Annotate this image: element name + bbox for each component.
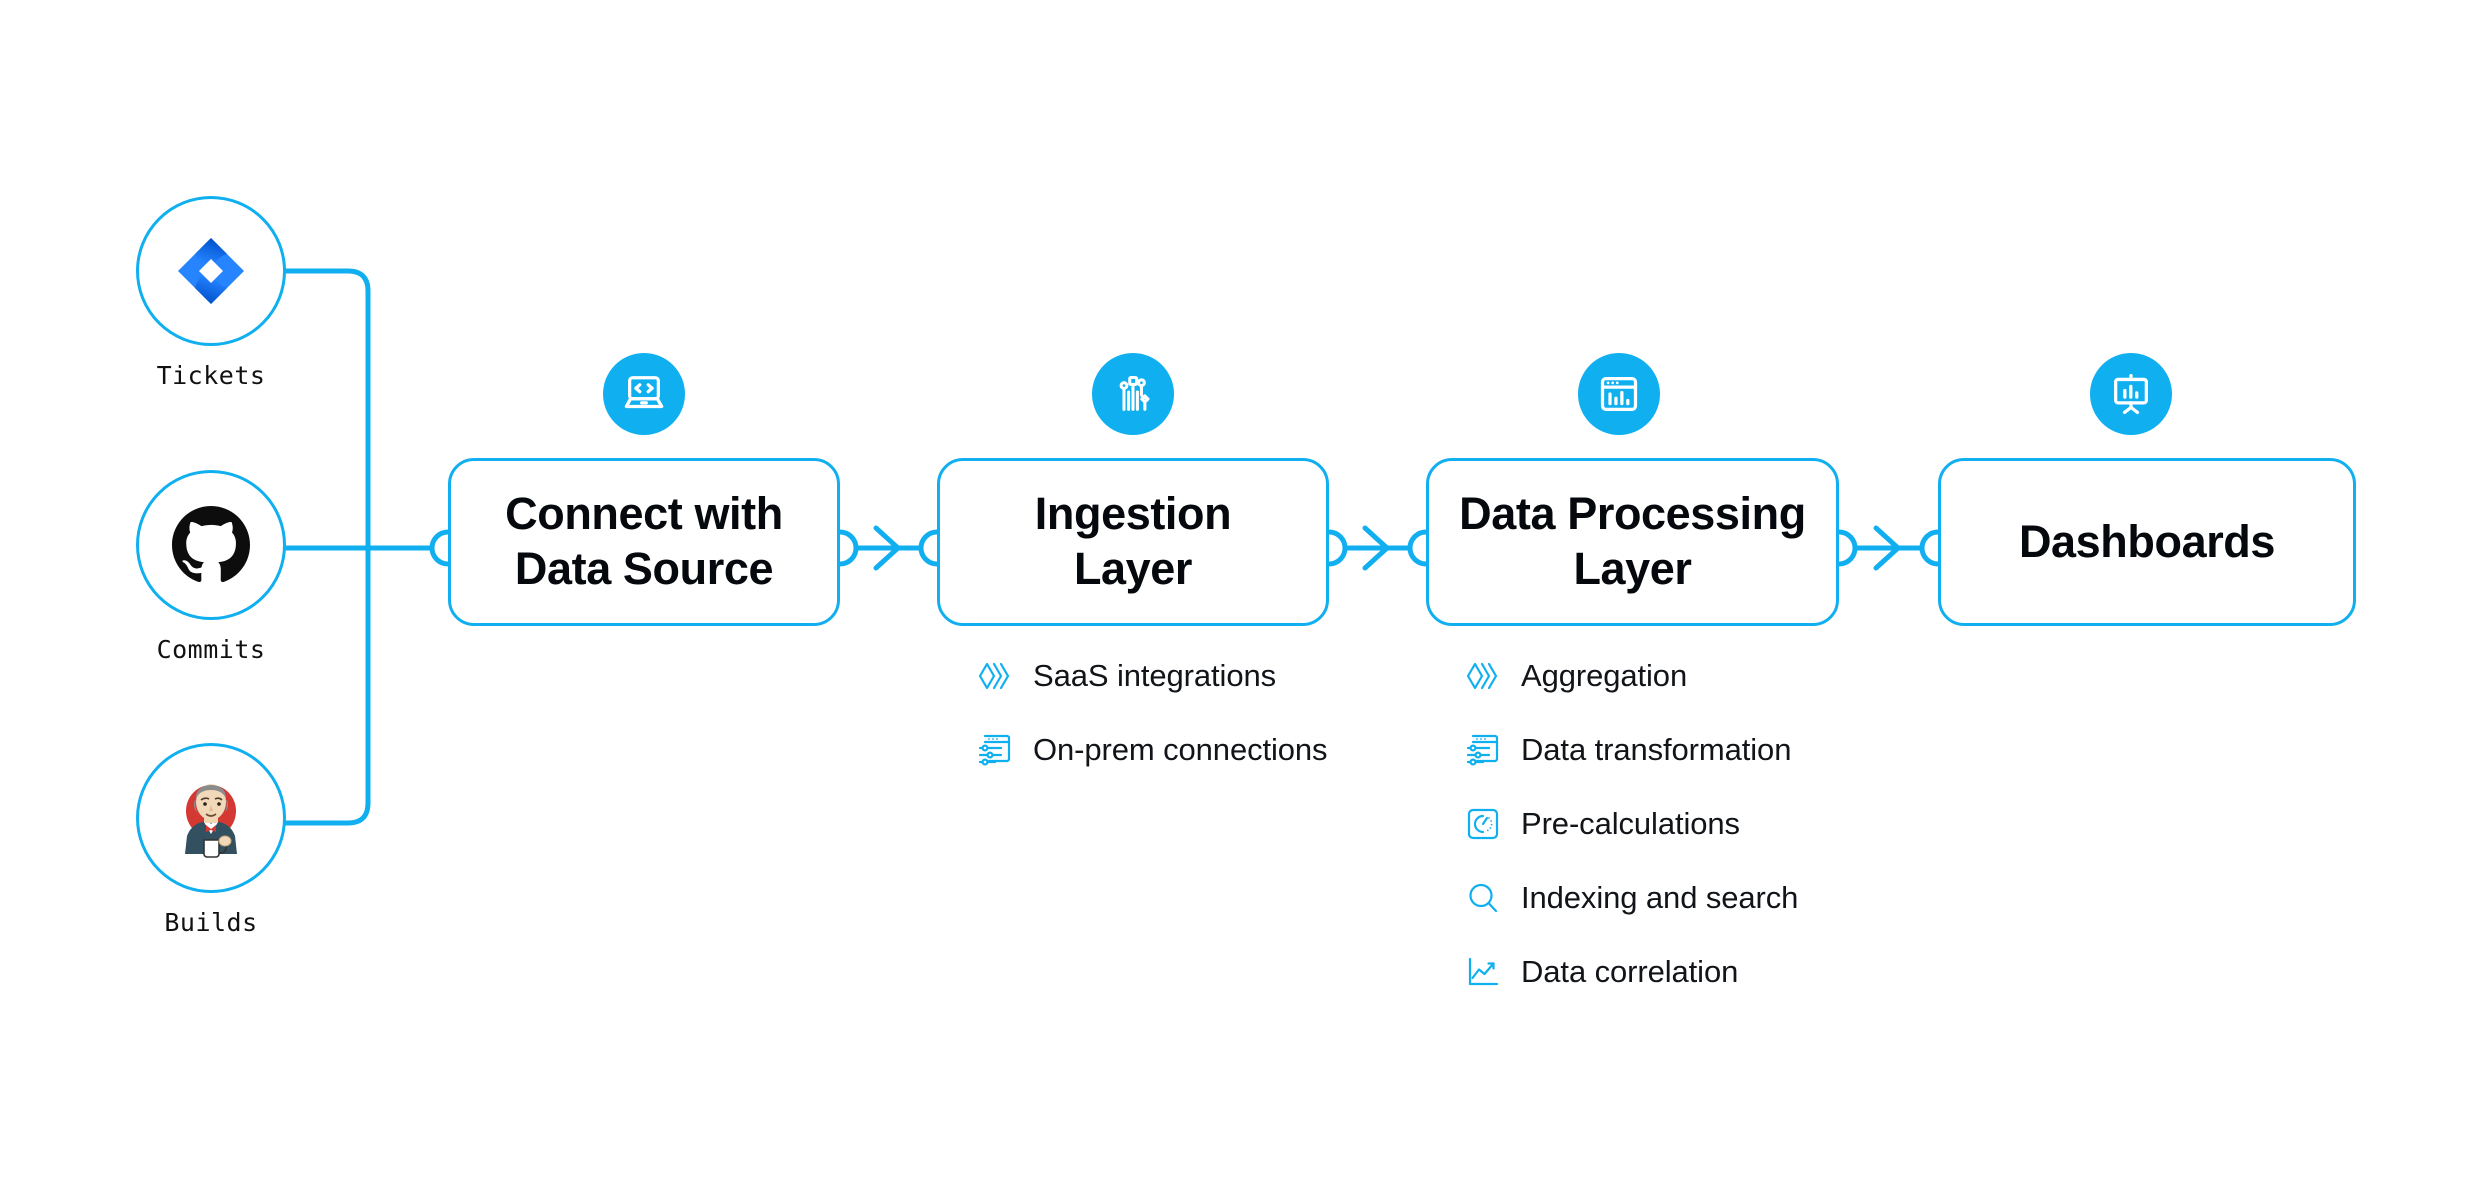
source-node-commits[interactable]: Commits [136, 470, 286, 664]
bullet-list-data-processing-layer: Aggregation Data transformatio [1463, 650, 1798, 1020]
line-chart-icon [1463, 952, 1503, 992]
window-barchart-icon [1578, 353, 1660, 435]
source-label-commits: Commits [156, 635, 266, 664]
github-icon [136, 470, 286, 620]
magnifier-icon [1463, 878, 1503, 918]
gauge-square-icon [1463, 804, 1503, 844]
chevrons-stack-icon [975, 656, 1015, 696]
arrowhead-3 [1873, 525, 1901, 571]
jenkins-icon [136, 743, 286, 893]
list-item[interactable]: Data correlation [1463, 946, 1798, 998]
laptop-code-icon [603, 353, 685, 435]
list-item[interactable]: SaaS integrations [975, 650, 1327, 702]
list-item[interactable]: Indexing and search [1463, 872, 1798, 924]
server-sliders-icon [975, 730, 1015, 770]
chevrons-stack-icon [1463, 656, 1503, 696]
list-item[interactable]: Data transformation [1463, 724, 1798, 776]
list-item-label: SaaS integrations [1033, 658, 1277, 693]
bullet-list-ingestion-layer: SaaS integrations On-prem conne [975, 650, 1328, 798]
list-item[interactable]: On-prem connections [975, 724, 1328, 776]
list-item[interactable]: Pre-calculations [1463, 798, 1798, 850]
list-item-label: Pre-calculations [1521, 806, 1740, 841]
stage-box-dashboards[interactable]: Dashboards [1938, 458, 2356, 626]
jira-icon [136, 196, 286, 346]
presentation-chart-icon [2090, 353, 2172, 435]
source-node-tickets[interactable]: Tickets [136, 196, 286, 390]
server-sliders-icon [1463, 730, 1503, 770]
source-label-tickets: Tickets [156, 361, 266, 390]
source-label-builds: Builds [164, 908, 258, 937]
arrowhead-1 [873, 525, 901, 571]
source-ring [136, 470, 286, 620]
list-item-label: On-prem connections [1033, 732, 1328, 767]
list-item-label: Aggregation [1521, 658, 1688, 693]
stage-title: Dashboards [2018, 515, 2276, 567]
list-item-label: Indexing and search [1521, 880, 1799, 915]
list-item[interactable]: Aggregation [1463, 650, 1798, 702]
list-item-label: Data transformation [1521, 732, 1792, 767]
source-node-builds[interactable]: Builds [136, 743, 286, 937]
arrowhead-2 [1362, 525, 1390, 571]
circuit-nodes-icon [1092, 353, 1174, 435]
list-item-label: Data correlation [1521, 954, 1739, 989]
